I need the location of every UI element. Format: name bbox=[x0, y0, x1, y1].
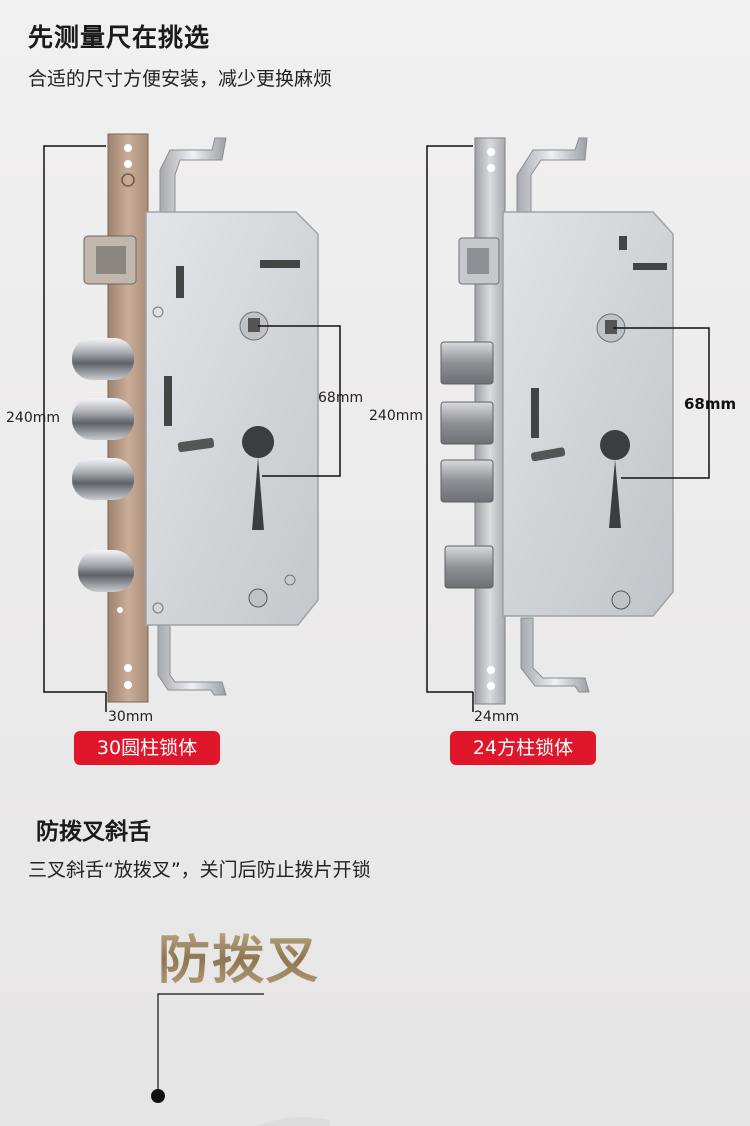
callout-line bbox=[151, 993, 330, 1126]
badge-24-square: 24方柱锁体 bbox=[450, 731, 596, 765]
width-label-left: 30mm bbox=[108, 709, 154, 725]
lock-body-24-square-image bbox=[440, 137, 674, 705]
width-label-right: 24mm bbox=[474, 709, 520, 725]
height-label-left: 240mm bbox=[6, 410, 60, 426]
section-subtitle: 合适的尺寸方便安装，减少更换麻烦 bbox=[28, 68, 333, 90]
feature-title: 防拨叉斜舌 bbox=[36, 819, 151, 845]
spacing-label-right: 68mm bbox=[684, 395, 737, 413]
height-label-right: 240mm bbox=[369, 408, 423, 424]
right-dimension-lines bbox=[426, 145, 710, 712]
left-dimension-lines bbox=[43, 145, 341, 712]
section-title: 先测量尺在挑选 bbox=[28, 23, 211, 52]
callout-dot bbox=[151, 1089, 165, 1103]
feature-label-gold: 防拨叉 bbox=[158, 918, 320, 993]
feature-subtitle: 三叉斜舌“放拨叉”，关门后防止拨片开锁 bbox=[28, 859, 371, 881]
lock-body-30-cylinder-image bbox=[72, 133, 319, 703]
spacing-label-left: 68mm bbox=[318, 390, 364, 406]
badge-30-cylinder: 30圆柱锁体 bbox=[74, 731, 220, 765]
